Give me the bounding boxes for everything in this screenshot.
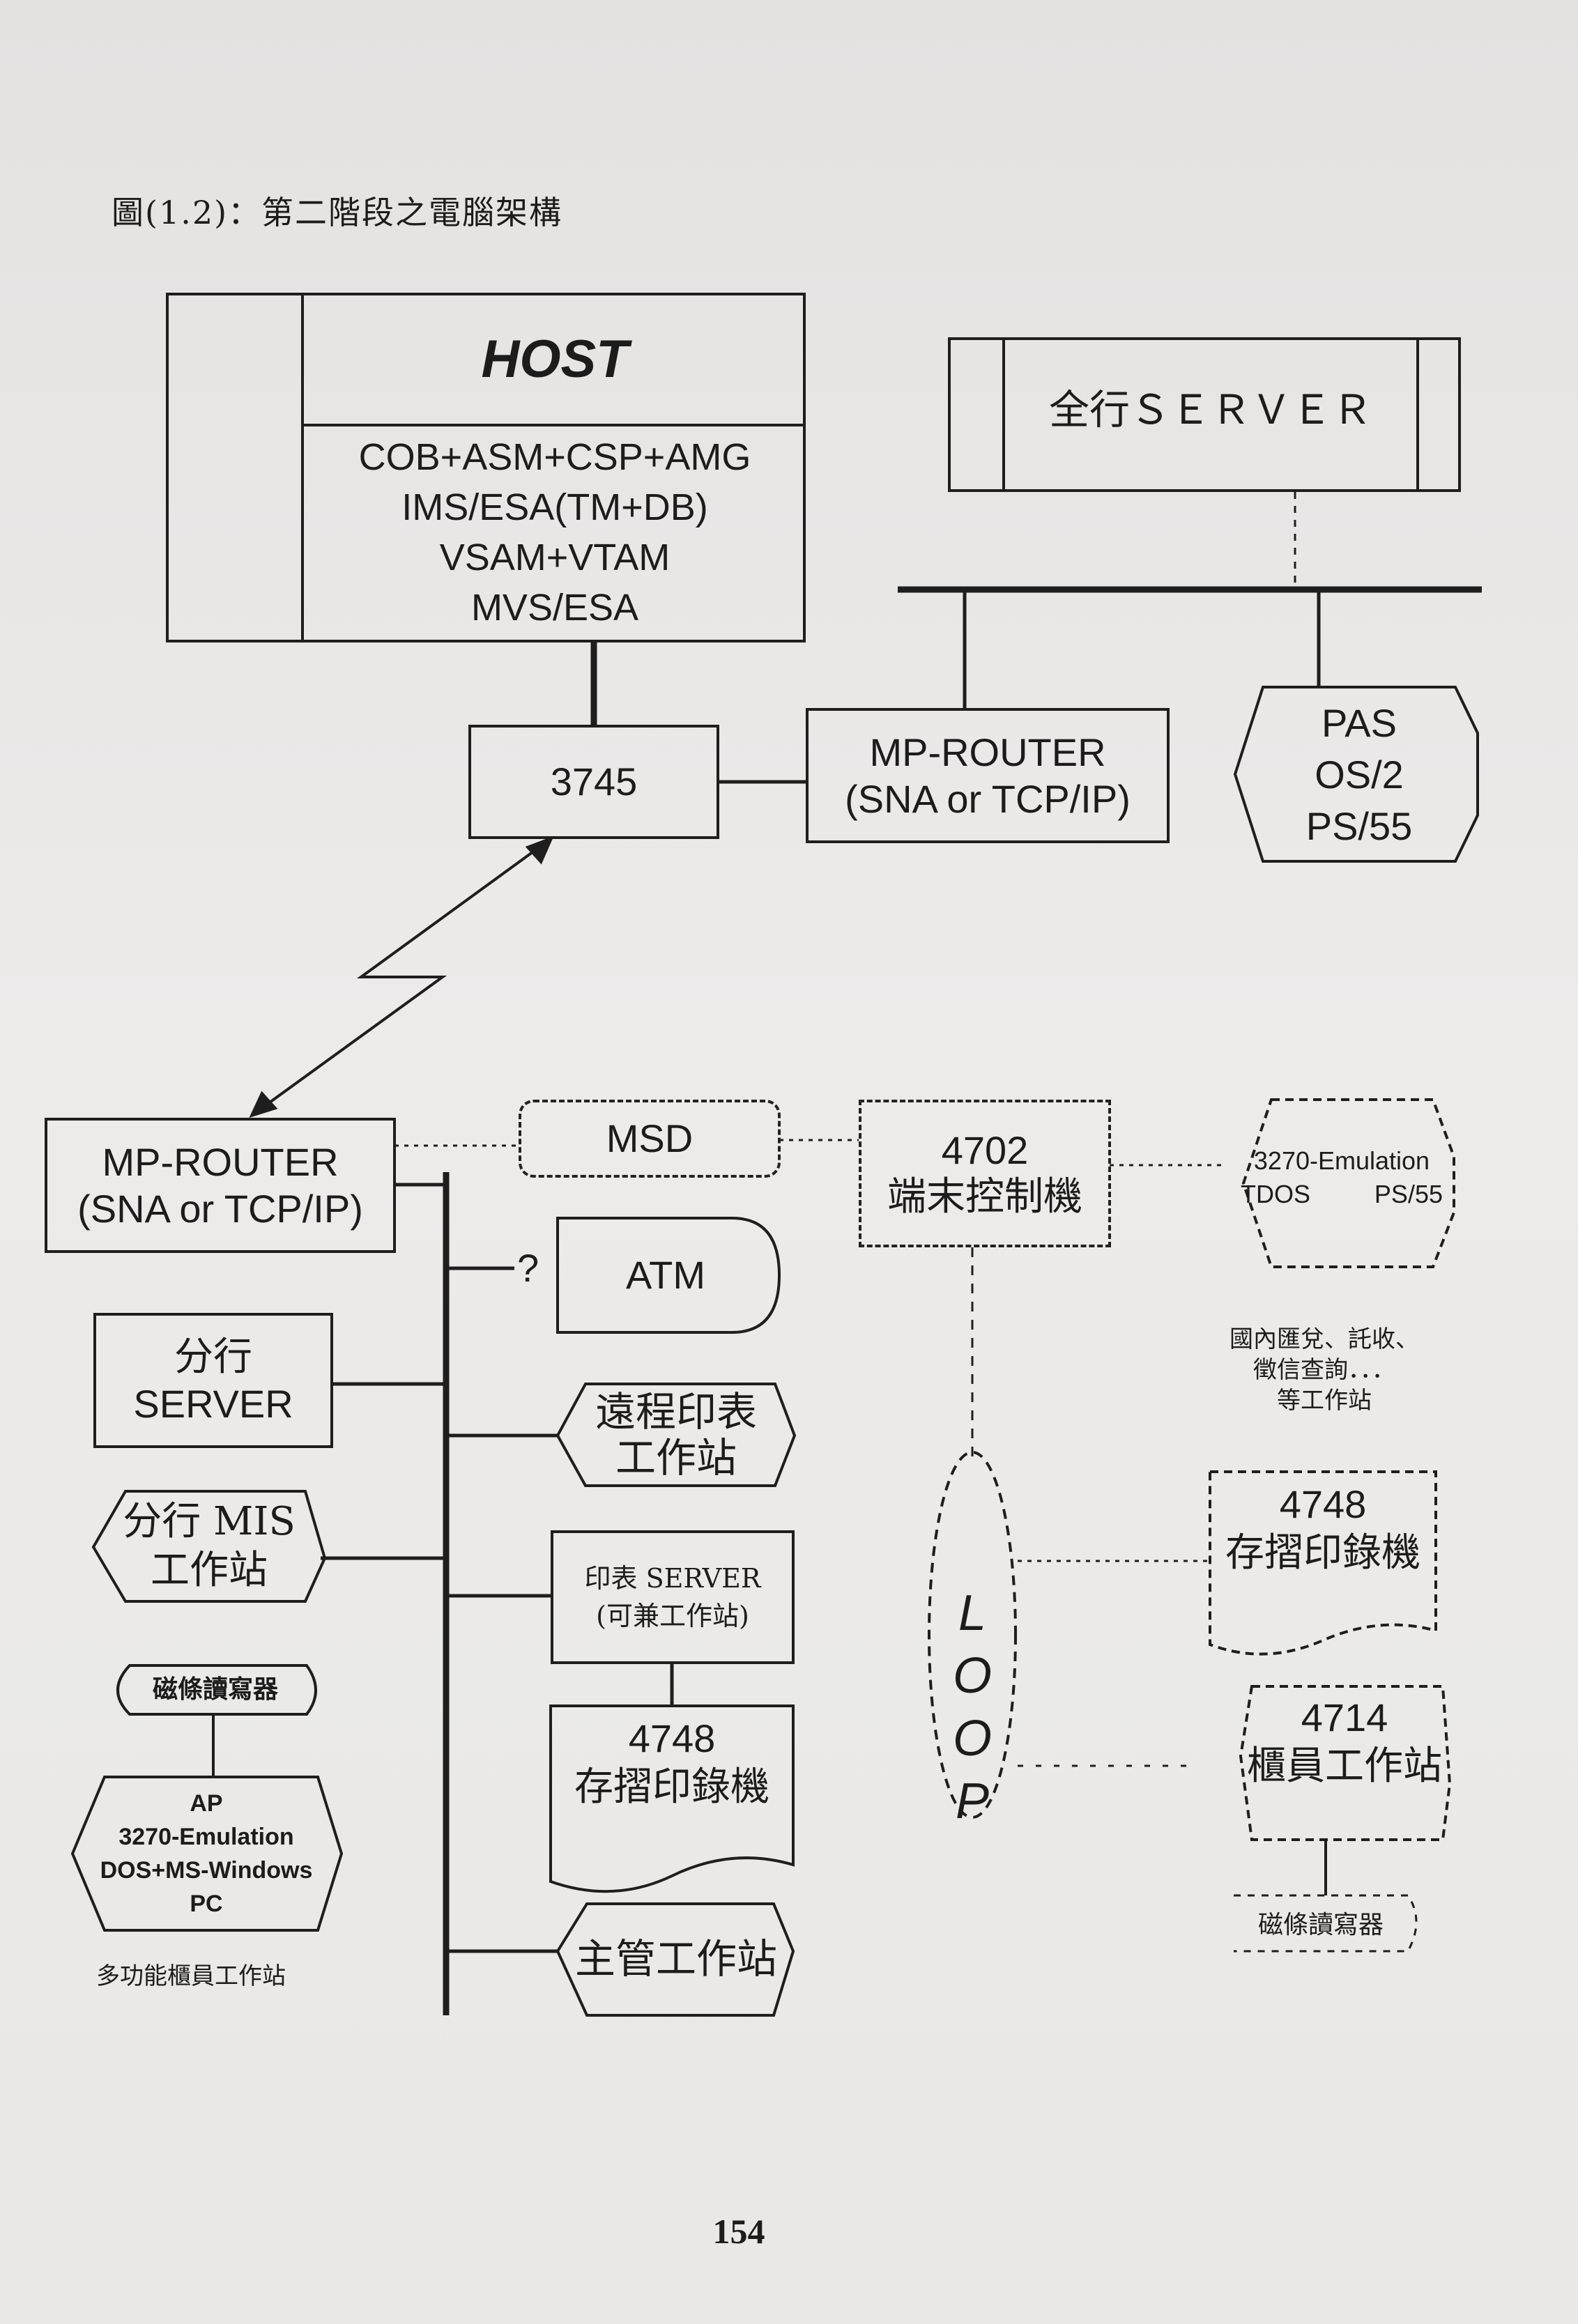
teller-workstation-4714: 4714 櫃員工作站 — [1243, 1693, 1446, 1819]
teller-pc-line3: DOS+MS-Windows — [100, 1857, 313, 1884]
print-server: 印表 SERVER (可兼工作站) — [551, 1530, 795, 1664]
router-top-line1: MP-ROUTER — [869, 730, 1106, 774]
teller-pc-line2: 3270-Emulation — [118, 1824, 294, 1850]
multifunction-caption: 多功能櫃員工作站 — [96, 1962, 286, 1990]
teller-pc: AP 3270-Emulation DOS+MS-Windows PC — [72, 1781, 340, 1926]
loop-letter-1: L — [958, 1585, 987, 1641]
mis-station-line1: 分行 MIS — [123, 1499, 296, 1544]
pas-line-3: PS/55 — [1305, 804, 1413, 848]
atm-link-label: ? — [517, 1246, 539, 1290]
pas-line-1: PAS — [1322, 701, 1397, 745]
passbook-printer-right: 4748 存摺印錄機 — [1213, 1480, 1433, 1613]
page-number: 154 — [712, 2212, 765, 2251]
figure-caption: 圖(1.2)：第二階段之電腦架構 — [112, 194, 563, 231]
magstripe-reader-right: 磁條讀寫器 — [1234, 1902, 1408, 1948]
bank-server-box: 全行ＳＥＲＶＥＲ — [948, 337, 1461, 492]
printer-left-line1: 4748 — [628, 1716, 716, 1760]
bank-server-label: 全行ＳＥＲＶＥＲ — [1048, 386, 1372, 433]
emulation-line1: 3270-Emulation — [1253, 1146, 1430, 1175]
teller-4714-line2: 櫃員工作站 — [1247, 1744, 1442, 1789]
host-line-4: MVS/ESA — [470, 587, 639, 629]
token-ring-loop: L O O P — [934, 1582, 1011, 1861]
bank-server-left-bar — [1002, 340, 1005, 489]
router-top-line2: (SNA or TCP/IP) — [845, 777, 1131, 821]
host-divider-vertical — [301, 295, 304, 640]
host-title: HOST — [481, 330, 629, 389]
router-branch: MP-ROUTER (SNA or TCP/IP) — [45, 1118, 396, 1253]
teller-4714-line1: 4714 — [1301, 1695, 1388, 1739]
magstripe-reader-left: 磁條讀寫器 — [114, 1667, 316, 1713]
msd-box: MSD — [519, 1100, 781, 1178]
host-software-list: COB+ASM+CSP+AMG IMS/ESA(TM+DB) VSAM+VTAM… — [304, 432, 806, 633]
print-server-line1: 印表 SERVER — [584, 1563, 761, 1594]
router-branch-line2: (SNA or TCP/IP) — [77, 1187, 363, 1231]
mis-station: 分行 MIS 工作站 — [105, 1493, 314, 1600]
atm-label: ATM — [625, 1253, 706, 1298]
pas-node: PAS OS/2 PS/55 — [1248, 693, 1471, 857]
teller-pc-line1: AP — [190, 1790, 223, 1817]
controller-4702: 4702 端末控制機 — [859, 1100, 1111, 1247]
printer-left-line2: 存摺印錄機 — [574, 1764, 769, 1810]
magstripe-left-label: 磁條讀寫器 — [152, 1675, 278, 1704]
controller-4702-line1: 4702 — [941, 1128, 1029, 1172]
emulation-os: TDOS — [1241, 1180, 1311, 1208]
remote-print-line2: 工作站 — [615, 1434, 737, 1482]
emulation-note-line2: 徵信查詢．．． — [1253, 1356, 1395, 1384]
printer-right-line2: 存摺印錄機 — [1225, 1530, 1420, 1576]
mis-station-line2: 工作站 — [151, 1548, 268, 1593]
printer-right-line1: 4748 — [1279, 1482, 1367, 1526]
emulation-note: 國內匯兌、託收、 徵信查詢．．． 等工作站 — [1199, 1324, 1450, 1416]
branch-server-line1: 分行 — [174, 1334, 252, 1380]
branch-server-line2: SERVER — [133, 1382, 293, 1426]
remote-print-station: 遠程印表 工作站 — [565, 1385, 788, 1484]
loop-letter-3: O — [952, 1711, 992, 1767]
controller-4702-line2: 端末控制機 — [887, 1174, 1082, 1219]
host-line-1: COB+ASM+CSP+AMG — [358, 436, 751, 478]
pas-line-2: OS/2 — [1315, 753, 1404, 797]
supervisor-label: 主管工作站 — [574, 1935, 777, 1983]
passbook-printer-left: 4748 存摺印錄機 — [553, 1714, 790, 1840]
controller-3745: 3745 — [468, 725, 719, 839]
router-branch-line1: MP-ROUTER — [102, 1139, 339, 1184]
host-line-3: VSAM+VTAM — [439, 537, 671, 578]
emulation-line2: TDOS PS/55 — [1241, 1178, 1443, 1211]
emulation-note-line3: 等工作站 — [1277, 1387, 1372, 1415]
magstripe-right-label: 磁條讀寫器 — [1257, 1911, 1384, 1940]
emulation-terminal: 3270-Emulation TDOS PS/55 — [1234, 1136, 1450, 1219]
emulation-note-line1: 國內匯兌、託收、 — [1230, 1325, 1419, 1353]
emulation-hw: PS/55 — [1374, 1180, 1443, 1208]
controller-3745-label: 3745 — [550, 760, 638, 804]
host-line-2: IMS/ESA(TM+DB) — [401, 486, 708, 528]
host-box: HOST COB+ASM+CSP+AMG IMS/ESA(TM+DB) VSAM… — [166, 293, 806, 642]
remote-print-line1: 遠程印表 — [595, 1388, 757, 1436]
loop-letter-2: O — [952, 1648, 992, 1704]
router-top: MP-ROUTER (SNA or TCP/IP) — [806, 708, 1170, 843]
bank-server-right-bar — [1416, 340, 1419, 489]
teller-pc-line4: PC — [190, 1891, 223, 1917]
loop-letter-4: P — [955, 1773, 990, 1829]
supervisor-station: 主管工作站 — [566, 1907, 786, 2013]
host-divider-horizontal — [301, 424, 806, 426]
print-server-line2: (可兼工作站) — [596, 1601, 749, 1631]
msd-label: MSD — [606, 1116, 694, 1161]
branch-server: 分行 SERVER — [93, 1313, 333, 1448]
atm-node: ATM — [558, 1218, 774, 1332]
